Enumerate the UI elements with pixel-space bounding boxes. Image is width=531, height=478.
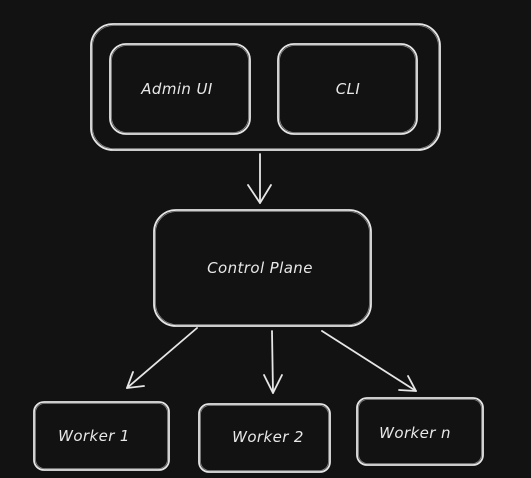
arrow-control-plane-to-worker-n bbox=[321, 330, 417, 392]
client-group-box bbox=[90, 23, 441, 151]
arrow-control-plane-to-worker-2 bbox=[263, 330, 283, 394]
cli-box bbox=[277, 43, 418, 135]
worker-n-box bbox=[356, 397, 484, 466]
cli-label: CLI bbox=[335, 80, 361, 98]
worker-1-label: Worker 1 bbox=[58, 427, 130, 445]
admin-ui-label: Admin UI bbox=[141, 80, 213, 98]
worker-n-label: Worker n bbox=[379, 424, 451, 442]
worker-1-box bbox=[33, 401, 170, 471]
admin-ui-box bbox=[109, 43, 251, 135]
worker-2-box bbox=[198, 403, 331, 473]
arrow-clients-to-control-plane bbox=[247, 153, 272, 204]
worker-2-label: Worker 2 bbox=[232, 428, 304, 446]
control-plane-label: Control Plane bbox=[207, 259, 313, 277]
control-plane-box bbox=[153, 209, 372, 327]
arrow-control-plane-to-worker-1 bbox=[126, 327, 198, 389]
